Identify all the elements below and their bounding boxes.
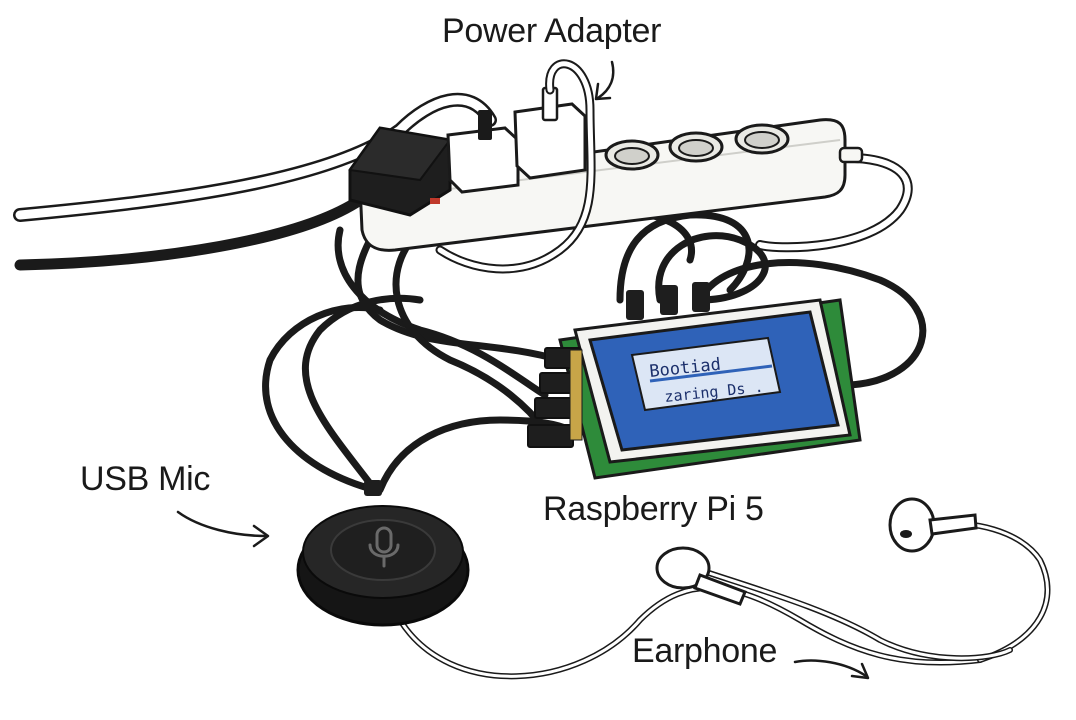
black-power-brick (348, 126, 452, 217)
earphone-arrow (793, 659, 870, 680)
outlet-socket (604, 139, 660, 171)
power-strip (358, 118, 864, 252)
outlet-socket (668, 131, 724, 163)
usb-mic-label: USB Mic (80, 460, 211, 498)
microphone-icon (368, 526, 400, 568)
power-adapter-arrow (594, 60, 615, 101)
earphone-label: Earphone (632, 632, 778, 670)
usb-mic-device (296, 480, 470, 627)
power-adapter-label: Power Adapter (442, 12, 662, 50)
earbud-right (888, 497, 978, 553)
earbud-left (655, 546, 747, 606)
pi-port-connectors (527, 347, 583, 448)
raspberry-pi-label: Raspberry Pi 5 (543, 490, 764, 528)
white-usb-cable (435, 59, 596, 274)
usb-mic-arrow (176, 510, 270, 548)
pi-display: Bootiad zaring Ds . (588, 310, 840, 452)
usb-power-adapter (446, 110, 520, 194)
usb-power-adapter (513, 86, 587, 180)
pi-top-plugs (626, 282, 710, 320)
annotation-arrows (176, 60, 870, 680)
outlet-socket (734, 123, 790, 155)
earphone-cable (397, 520, 1051, 680)
